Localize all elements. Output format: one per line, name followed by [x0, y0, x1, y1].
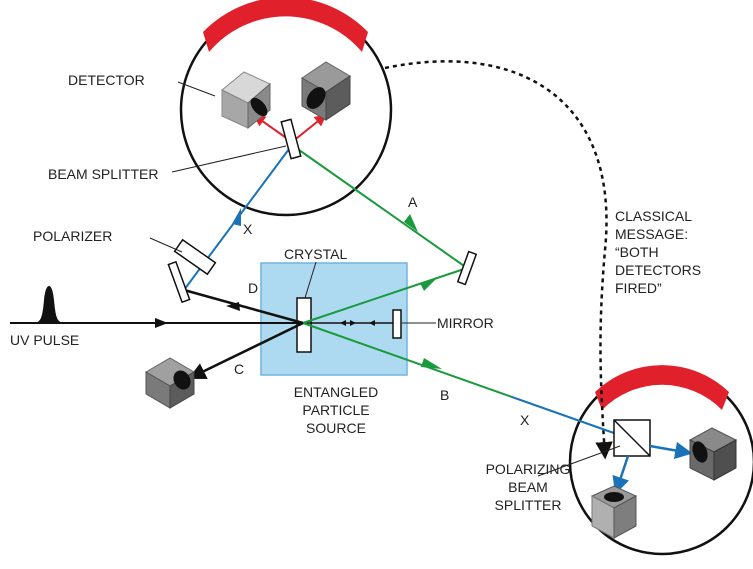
alice-beam-splitter — [253, 114, 327, 160]
uv-pulse — [10, 286, 303, 328]
uv-pulse-shape — [30, 286, 68, 323]
beam-a-segment-1 — [302, 267, 468, 324]
bob-arrow-down — [612, 455, 630, 495]
alice-banner — [203, 0, 368, 52]
beam-b-label: B — [440, 387, 449, 403]
x-alice-label: X — [243, 221, 253, 237]
beam-d-line — [183, 288, 304, 325]
red-arrow-right — [291, 114, 327, 143]
bob-polarizing-beam-splitter — [612, 419, 693, 495]
classical-message-arrow — [384, 60, 613, 460]
beam-a-arrow-2 — [404, 214, 418, 232]
pbs-leader — [537, 445, 621, 477]
entangled-particle-source — [260, 262, 408, 376]
beam-a — [291, 144, 478, 324]
polarizer-leader — [149, 237, 183, 253]
bob-arrow-right — [649, 441, 693, 460]
pbs-label-line-3: SPLITTER — [495, 497, 562, 513]
bob-detector-down — [590, 485, 638, 539]
classical-label-line-2: MESSAGE: — [615, 226, 688, 242]
pbs-label-line-1: POLARIZING — [486, 461, 571, 477]
pump-arrow-1 — [340, 320, 346, 326]
classical-label-line-1: CLASSICAL — [615, 208, 692, 224]
source-label-line-2: PARTICLE — [302, 402, 369, 418]
beam-a-label: A — [408, 194, 418, 210]
pump-mirror — [392, 309, 402, 339]
source-box — [260, 262, 408, 376]
pump-arrow-3 — [369, 320, 375, 326]
beam-b-blue — [511, 396, 629, 439]
mirror-label: MIRROR — [437, 315, 494, 331]
crystal-label: CRYSTAL — [284, 246, 347, 262]
detector-leader — [177, 81, 216, 97]
beam-c-label: C — [234, 361, 244, 377]
classical-label-line-5: FIRED” — [615, 280, 662, 296]
beam-x-alice — [167, 144, 293, 304]
detector-label: DETECTOR — [68, 72, 145, 88]
alice-station: ALICE — [179, 0, 393, 217]
bob-label: BOB — [642, 391, 682, 411]
pump-return — [303, 309, 402, 339]
beam-c — [188, 321, 304, 380]
beam-d-label: D — [248, 280, 258, 296]
alice-detector-right — [301, 61, 351, 121]
beam-d-arrow — [226, 302, 240, 311]
pbs-label-line-2: BEAM — [508, 479, 548, 495]
uv-pulse-label: UV PULSE — [10, 332, 79, 348]
beam-b — [302, 322, 629, 439]
beam-a-segment-2 — [291, 144, 468, 269]
leader-lines — [149, 81, 621, 477]
beam-splitter — [280, 118, 302, 160]
polarizer — [173, 238, 217, 276]
uv-pulse-arrowhead — [155, 318, 168, 328]
alice-label: ALICE — [259, 30, 314, 50]
beam-splitter-label: BEAM SPLITTER — [48, 166, 158, 182]
polarizer-label: POLARIZER — [33, 228, 112, 244]
lower-mirror — [167, 260, 191, 304]
beam-b-arrow — [421, 358, 442, 369]
top-mirror — [456, 250, 478, 286]
pbs-diagonal — [613, 419, 651, 457]
bob-banner — [595, 365, 729, 410]
x-bob-label: X — [520, 412, 530, 428]
source-label-line-1: ENTANGLED — [294, 384, 379, 400]
beam-c-line — [188, 321, 304, 380]
detector-c — [145, 357, 195, 409]
classical-label-line-4: DETECTORS — [615, 262, 701, 278]
beam-splitter-leader — [171, 145, 287, 173]
beam-a-arrow-1 — [420, 278, 437, 291]
classical-label-line-3: “BOTH — [615, 244, 659, 260]
beam-x-alice-arrow — [232, 208, 241, 226]
pump-arrow-2 — [350, 320, 356, 326]
bob-detector-right — [688, 427, 738, 481]
beam-b-green — [302, 322, 513, 398]
source-label-line-3: SOURCE — [306, 420, 366, 436]
alice-detector-left — [221, 71, 271, 130]
crystal-leader — [304, 261, 317, 299]
